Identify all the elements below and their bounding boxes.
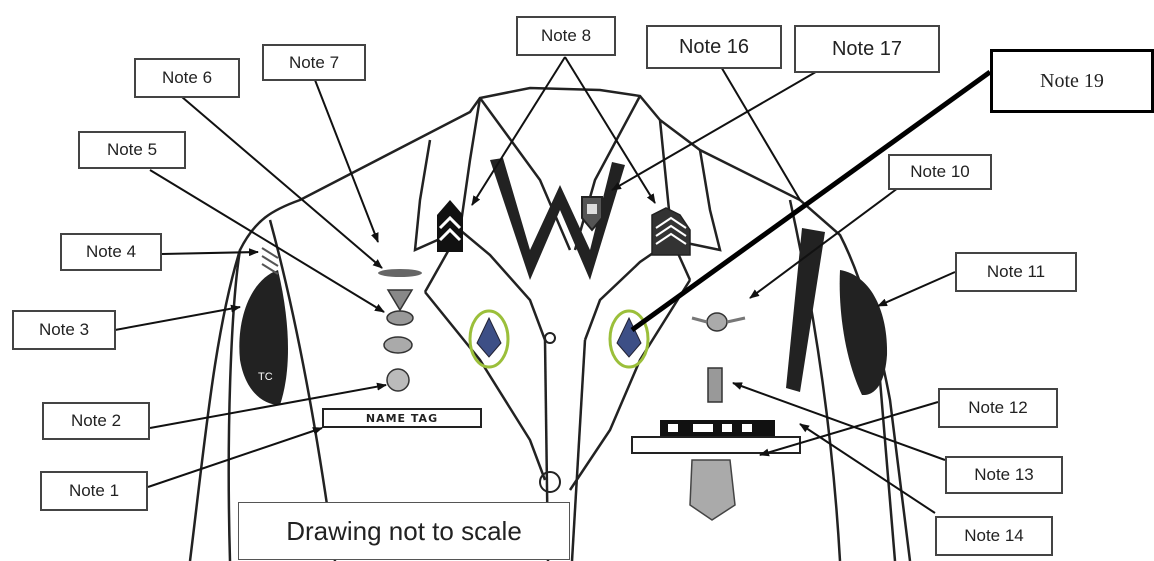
- sleeve-band: [786, 228, 825, 392]
- collar-badge-right: [651, 207, 691, 256]
- ribbon-bar: [631, 420, 801, 454]
- note-4: Note 4: [60, 233, 162, 271]
- note-11: Note 11: [955, 252, 1077, 292]
- note-2: Note 2: [42, 402, 150, 440]
- left-shoulder-patch: TC: [239, 270, 288, 405]
- arrow-note-12: [759, 401, 939, 457]
- name-tag: NAME TAG: [322, 408, 482, 428]
- note-17: Note 17: [794, 25, 940, 73]
- arrow-note-7: [314, 79, 379, 243]
- note-10: Note 10: [888, 154, 992, 190]
- arrow-note-17: [611, 61, 834, 191]
- arrow-note-5: [149, 169, 385, 313]
- note-13: Note 13: [945, 456, 1063, 494]
- arrow-note-16: [719, 64, 801, 201]
- arrow-note-11: [877, 271, 956, 307]
- note-14: Note 14: [935, 516, 1053, 556]
- note-7: Note 7: [262, 44, 366, 81]
- collar-badge-center: [581, 196, 603, 232]
- right-chest-wings: [691, 312, 746, 332]
- lapel-badge-left: [468, 309, 510, 369]
- lapel-badge-right: [608, 309, 650, 369]
- note-1: Note 1: [40, 471, 148, 511]
- note-8: Note 8: [516, 16, 616, 56]
- arrow-note-14: [799, 423, 936, 514]
- shirt-v: [490, 158, 625, 280]
- note-19: Note 19: [990, 49, 1154, 113]
- leader-arrows: [114, 56, 956, 514]
- arrow-note-6: [181, 96, 383, 269]
- note-6: Note 6: [134, 58, 240, 98]
- arrow-note-10: [749, 187, 899, 299]
- note-16: Note 16: [646, 25, 782, 69]
- arrow-note-13: [732, 382, 946, 461]
- patch-text: TC: [258, 371, 273, 383]
- left-chest-badges: [378, 269, 422, 392]
- arrow-note-8b: [564, 56, 656, 204]
- arrow-note-2: [149, 382, 387, 429]
- scale-caption: Drawing not to scale: [238, 502, 570, 560]
- right-chest-badge: [707, 367, 723, 403]
- note-3: Note 3: [12, 310, 116, 350]
- arrow-note-19: [630, 69, 992, 333]
- arrow-note-8a: [471, 56, 566, 206]
- arrow-note-3: [114, 304, 241, 331]
- jacket-button: [539, 471, 561, 493]
- pocket-medal: [689, 459, 736, 521]
- collar: [413, 95, 722, 561]
- collar-button: [544, 332, 556, 344]
- chevron-insignia: [437, 200, 463, 252]
- shoulder-stripes: [261, 247, 279, 275]
- note-5: Note 5: [78, 131, 186, 169]
- right-shoulder-patch: [839, 270, 888, 396]
- note-12: Note 12: [938, 388, 1058, 428]
- arrow-note-4: [161, 248, 259, 257]
- arrow-note-1: [147, 427, 323, 488]
